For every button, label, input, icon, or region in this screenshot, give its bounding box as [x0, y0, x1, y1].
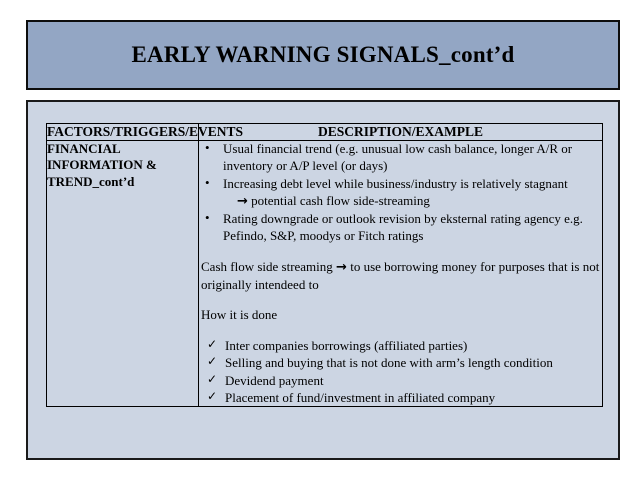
table-header-row: FACTORS/TRIGGERS/EVENTS DESCRIPTION/EXAM…: [46, 123, 603, 141]
list-item: Selling and buying that is not done with…: [199, 354, 602, 371]
factor-label: FINANCIAL INFORMATION & TREND_cont’d: [46, 139, 199, 408]
spacer: [199, 324, 602, 337]
arrow-right-icon: →: [336, 260, 347, 276]
bullet-sub-text: potential cash flow side-streaming: [251, 192, 430, 208]
list-item: Inter companies borrowings (affiliated p…: [199, 337, 602, 354]
check-item-text: Placement of fund/investment in affiliat…: [225, 389, 496, 405]
list-item: Rating downgrade or outlook revision by …: [199, 210, 602, 245]
paragraph-cash-flow-side-streaming: Cash flow side streaming → to use borrow…: [199, 259, 602, 294]
paragraph-suffix: to use borrowing money for purposes that…: [201, 259, 600, 293]
paragraph-prefix: Cash flow side streaming: [201, 259, 333, 275]
list-item: Devidend payment: [199, 372, 602, 389]
list-item: Usual financial trend (e.g. unusual low …: [199, 140, 602, 175]
page-title: EARLY WARNING SIGNALS_cont’d: [131, 42, 515, 68]
bullet-text: Increasing debt level while business/ind…: [223, 175, 568, 191]
description-cell: Usual financial trend (e.g. unusual low …: [198, 139, 603, 408]
description-bullet-list: Usual financial trend (e.g. unusual low …: [199, 140, 602, 245]
arrow-right-icon: →: [237, 193, 248, 209]
check-item-text: Inter companies borrowings (affiliated p…: [225, 337, 468, 353]
check-item-text: Devidend payment: [225, 372, 324, 388]
early-warning-signals-table: FACTORS/TRIGGERS/EVENTS DESCRIPTION/EXAM…: [46, 123, 603, 408]
check-item-text: Selling and buying that is not done with…: [225, 355, 553, 371]
paragraph-how-it-is-done: How it is done: [201, 307, 278, 323]
bullet-text: Rating downgrade or outlook revision by …: [223, 211, 583, 244]
description-check-list: Inter companies borrowings (affiliated p…: [199, 337, 602, 406]
column-header-description: DESCRIPTION/EXAMPLE: [198, 123, 603, 141]
list-item: Increasing debt level while business/ind…: [199, 175, 602, 211]
slide-title-banner: EARLY WARNING SIGNALS_cont’d: [26, 20, 620, 90]
bullet-text: Usual financial trend (e.g. unusual low …: [223, 140, 573, 173]
list-item: Placement of fund/investment in affiliat…: [199, 389, 602, 406]
spacer: [199, 294, 602, 307]
column-header-factors: FACTORS/TRIGGERS/EVENTS: [46, 123, 244, 141]
bullet-sub-line: → potential cash flow side-streaming: [223, 193, 602, 211]
spacer: [199, 246, 602, 259]
table-row: FINANCIAL INFORMATION & TREND_cont’d Usu…: [46, 139, 603, 408]
slide-body-box: FACTORS/TRIGGERS/EVENTS DESCRIPTION/EXAM…: [26, 100, 620, 460]
